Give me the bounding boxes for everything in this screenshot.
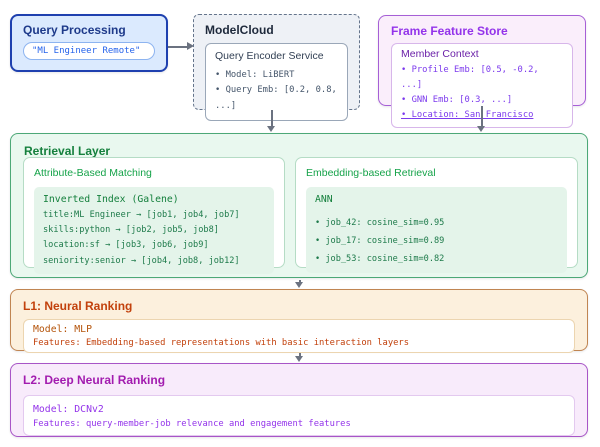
l1-model: Model: MLP bbox=[33, 324, 92, 335]
retrieval-layer-node: Retrieval Layer Attribute-Based Matching… bbox=[10, 133, 588, 278]
l2-model-card: Model: DCNv2 Features: query-member-job … bbox=[23, 395, 575, 436]
l2-deep-neural-ranking-node: L2: Deep Neural Ranking Model: DCNv2 Fea… bbox=[10, 363, 588, 437]
member-context-title: Member Context bbox=[401, 48, 479, 60]
l1-features: Features: Embedding-based representation… bbox=[33, 337, 410, 348]
list-item: Query Emb: [0.2, 0.8, ...] bbox=[215, 83, 338, 114]
inverted-index-title: Inverted Index (Galene) bbox=[43, 194, 179, 205]
l2-title: L2: Deep Neural Ranking bbox=[23, 373, 166, 387]
modelcloud-title: ModelCloud bbox=[205, 23, 274, 37]
ann-result: job_42: cosine_sim=0.95 bbox=[315, 214, 558, 232]
inverted-index-code-block: Inverted Index (Galene) title:ML Enginee… bbox=[34, 187, 274, 274]
ann-title: ANN bbox=[315, 194, 333, 205]
attribute-matching-card: Attribute-Based Matching Inverted Index … bbox=[23, 157, 285, 274]
l1-title: L1: Neural Ranking bbox=[23, 299, 133, 313]
modelcloud-node: ModelCloud Query Encoder Service Model: … bbox=[193, 14, 360, 122]
arrow-retrieval-to-l1 bbox=[295, 280, 302, 288]
frame-feature-store-title: Frame Feature Store bbox=[391, 24, 508, 38]
l2-model: Model: DCNv2 bbox=[33, 404, 104, 415]
l1-model-card: Model: MLP Features: Embedding-based rep… bbox=[23, 319, 575, 353]
ann-result: job_17: cosine_sim=0.89 bbox=[315, 232, 558, 250]
arrow-query-to-modelcloud bbox=[168, 43, 194, 50]
retrieval-layer-title: Retrieval Layer bbox=[24, 144, 111, 158]
index-line: skills:python → [job2, job5, job8] bbox=[43, 224, 219, 235]
query-processing-node: Query Processing "ML Engineer Remote" bbox=[10, 14, 168, 72]
list-item: GNN Emb: [0.3, ...] bbox=[401, 93, 563, 108]
query-encoder-service-title: Query Encoder Service bbox=[215, 50, 324, 62]
ann-code-block: ANN job_42: cosine_sim=0.95 job_17: cosi… bbox=[306, 187, 567, 273]
frame-feature-store-node: Frame Feature Store Member Context Profi… bbox=[378, 15, 586, 128]
index-line: seniority:senior → [job4, job8, job12] bbox=[43, 255, 240, 266]
index-line: location:sf → [job3, job6, job9] bbox=[43, 240, 209, 251]
arrow-modelcloud-to-retrieval bbox=[267, 110, 274, 132]
list-item: Model: LiBERT bbox=[215, 68, 338, 83]
arrow-l1-to-l2 bbox=[295, 353, 302, 362]
index-line: title:ML Engineer → [job1, job4, job7] bbox=[43, 209, 240, 220]
ann-result: job_53: cosine_sim=0.82 bbox=[315, 250, 558, 268]
embedding-retrieval-card: Embedding-based Retrieval ANN job_42: co… bbox=[295, 157, 578, 273]
l2-features: Features: query-member-job relevance and… bbox=[33, 418, 351, 429]
query-text: "ML Engineer Remote" bbox=[23, 42, 155, 60]
query-processing-title: Query Processing bbox=[23, 23, 126, 37]
list-item: Location: San Francisco bbox=[401, 108, 563, 123]
embedding-retrieval-title: Embedding-based Retrieval bbox=[306, 167, 436, 179]
l1-neural-ranking-node: L1: Neural Ranking Model: MLP Features: … bbox=[10, 289, 588, 353]
arrow-featurestore-to-retrieval bbox=[477, 106, 484, 132]
list-item: Profile Emb: [0.5, -0.2, ...] bbox=[401, 63, 563, 93]
attribute-matching-title: Attribute-Based Matching bbox=[34, 167, 152, 179]
query-encoder-service-card: Query Encoder Service Model: LiBERT Quer… bbox=[205, 43, 348, 122]
